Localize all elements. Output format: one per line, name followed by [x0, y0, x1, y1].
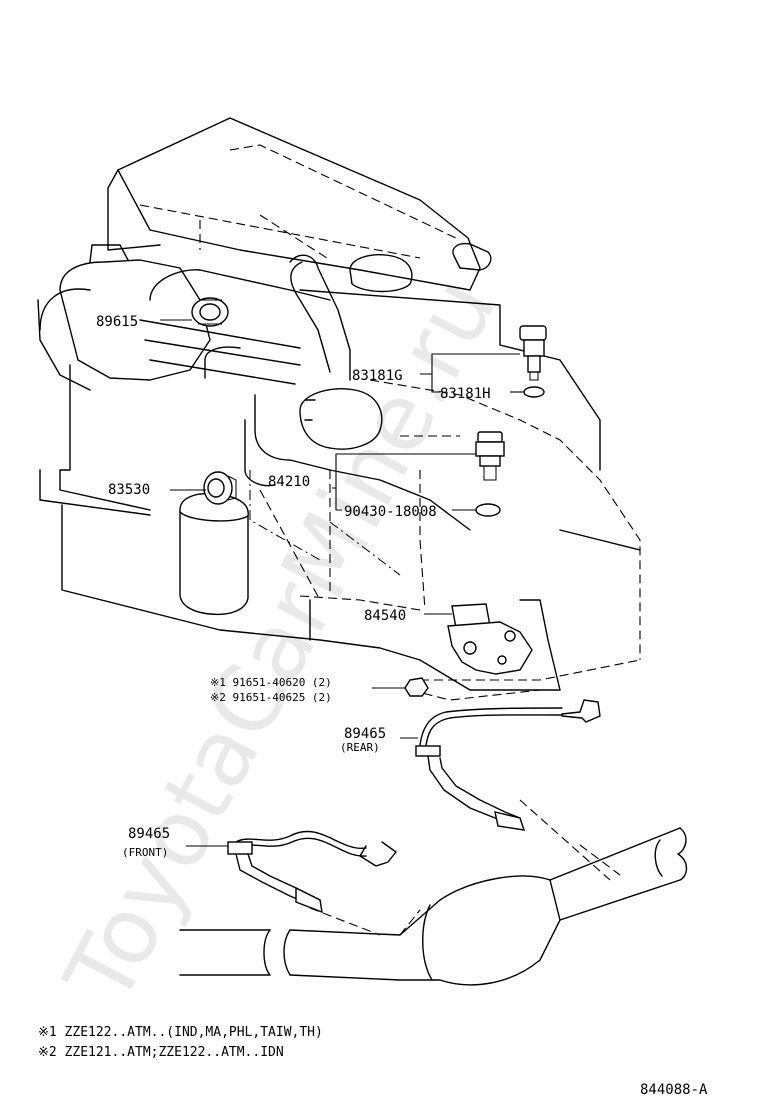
- exhaust-outline: [179, 799, 688, 986]
- label-89465-rear: 89465: [344, 726, 386, 742]
- label-89615: 89615: [96, 314, 138, 330]
- label-front: (FRONT): [122, 846, 168, 859]
- label-84540: 84540: [364, 608, 406, 624]
- o2-sensor-front-89465[interactable]: [227, 830, 397, 914]
- label-91651-40625: ※2 91651-40625 (2): [210, 691, 332, 704]
- knock-sensor-89615[interactable]: [191, 297, 229, 327]
- label-89465-front: 89465: [128, 826, 170, 842]
- watermark: ToyotaCarMine.ru: [44, 260, 516, 1021]
- figure-id: 844088-A: [640, 1082, 708, 1098]
- label-83181G: 83181G: [352, 368, 403, 384]
- oil-pressure-switch-83530[interactable]: [203, 471, 237, 505]
- label-91651-40620: ※1 91651-40620 (2): [210, 676, 332, 689]
- leader-lines: [160, 319, 524, 847]
- sensor-84210[interactable]: [475, 431, 505, 481]
- switch-84540[interactable]: [447, 603, 533, 675]
- footnote-2: ※2 ZZE121..ATM;ZZE122..ATM..IDN: [38, 1045, 284, 1060]
- gasket-83181H[interactable]: [523, 386, 545, 398]
- engine-outline: [37, 117, 641, 701]
- gasket-90430-18008[interactable]: [475, 503, 501, 517]
- sensor-83181G[interactable]: [519, 325, 547, 381]
- o2-sensor-rear-89465[interactable]: [415, 699, 601, 831]
- footnote-1: ※1 ZZE122..ATM..(IND,MA,PHL,TAIW,TH): [38, 1025, 323, 1040]
- nut-91651[interactable]: [404, 677, 429, 697]
- label-84210: 84210: [268, 474, 310, 490]
- label-rear: (REAR): [340, 741, 380, 754]
- label-90430-18008: 90430-18008: [344, 504, 437, 520]
- label-83181H: 83181H: [440, 386, 491, 402]
- label-83530: 83530: [108, 482, 150, 498]
